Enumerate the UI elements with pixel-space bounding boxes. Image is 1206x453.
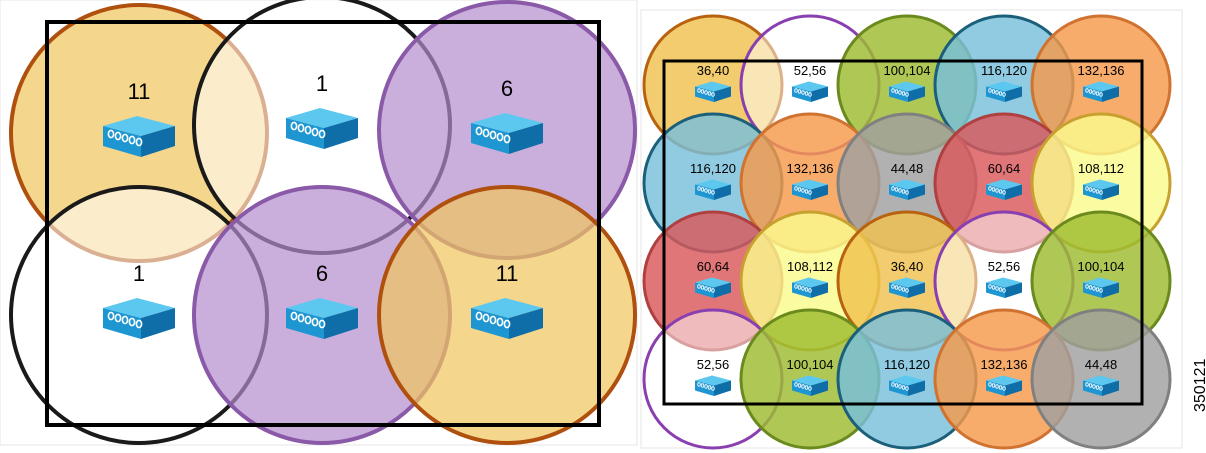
channel-label: 6 [501,76,513,101]
channel-label: 100,104 [884,63,931,78]
channel-label: 11 [128,79,151,104]
channel-label: 1 [133,261,145,286]
channel-label: 1 [316,71,328,96]
right-panel: 36,40 52,56 100,104 116,120 132,136 116,120 13… [640,9,1183,450]
channel-label: 116,120 [981,63,1027,78]
channel-label: 116,120 [884,357,930,372]
channel-label: 132,136 [787,161,834,176]
channel-label: 36,40 [891,259,924,274]
right-floor-boundary [662,59,1144,406]
channel-label: 11 [496,261,519,286]
channel-label: 52,56 [988,259,1021,274]
channel-label: 100,104 [787,357,834,372]
channel-label: 44,48 [891,161,924,176]
channel-label: 52,56 [794,63,827,78]
channel-label: 60,64 [697,259,730,274]
channel-label: 132,136 [1078,63,1125,78]
channel-label: 6 [316,261,328,286]
channel-label: 132,136 [981,357,1028,372]
channel-label: 44,48 [1085,357,1118,372]
channel-label: 52,56 [697,357,730,372]
channel-label: 36,40 [697,63,730,78]
figure-id: 350121 [1192,358,1206,412]
channel-label: 60,64 [988,161,1021,176]
left-floor-boundary [45,20,601,427]
channel-label: 108,112 [1078,161,1124,176]
channel-label: 116,120 [690,161,736,176]
channel-label: 108,112 [787,259,833,274]
channel-label: 100,104 [1078,259,1125,274]
